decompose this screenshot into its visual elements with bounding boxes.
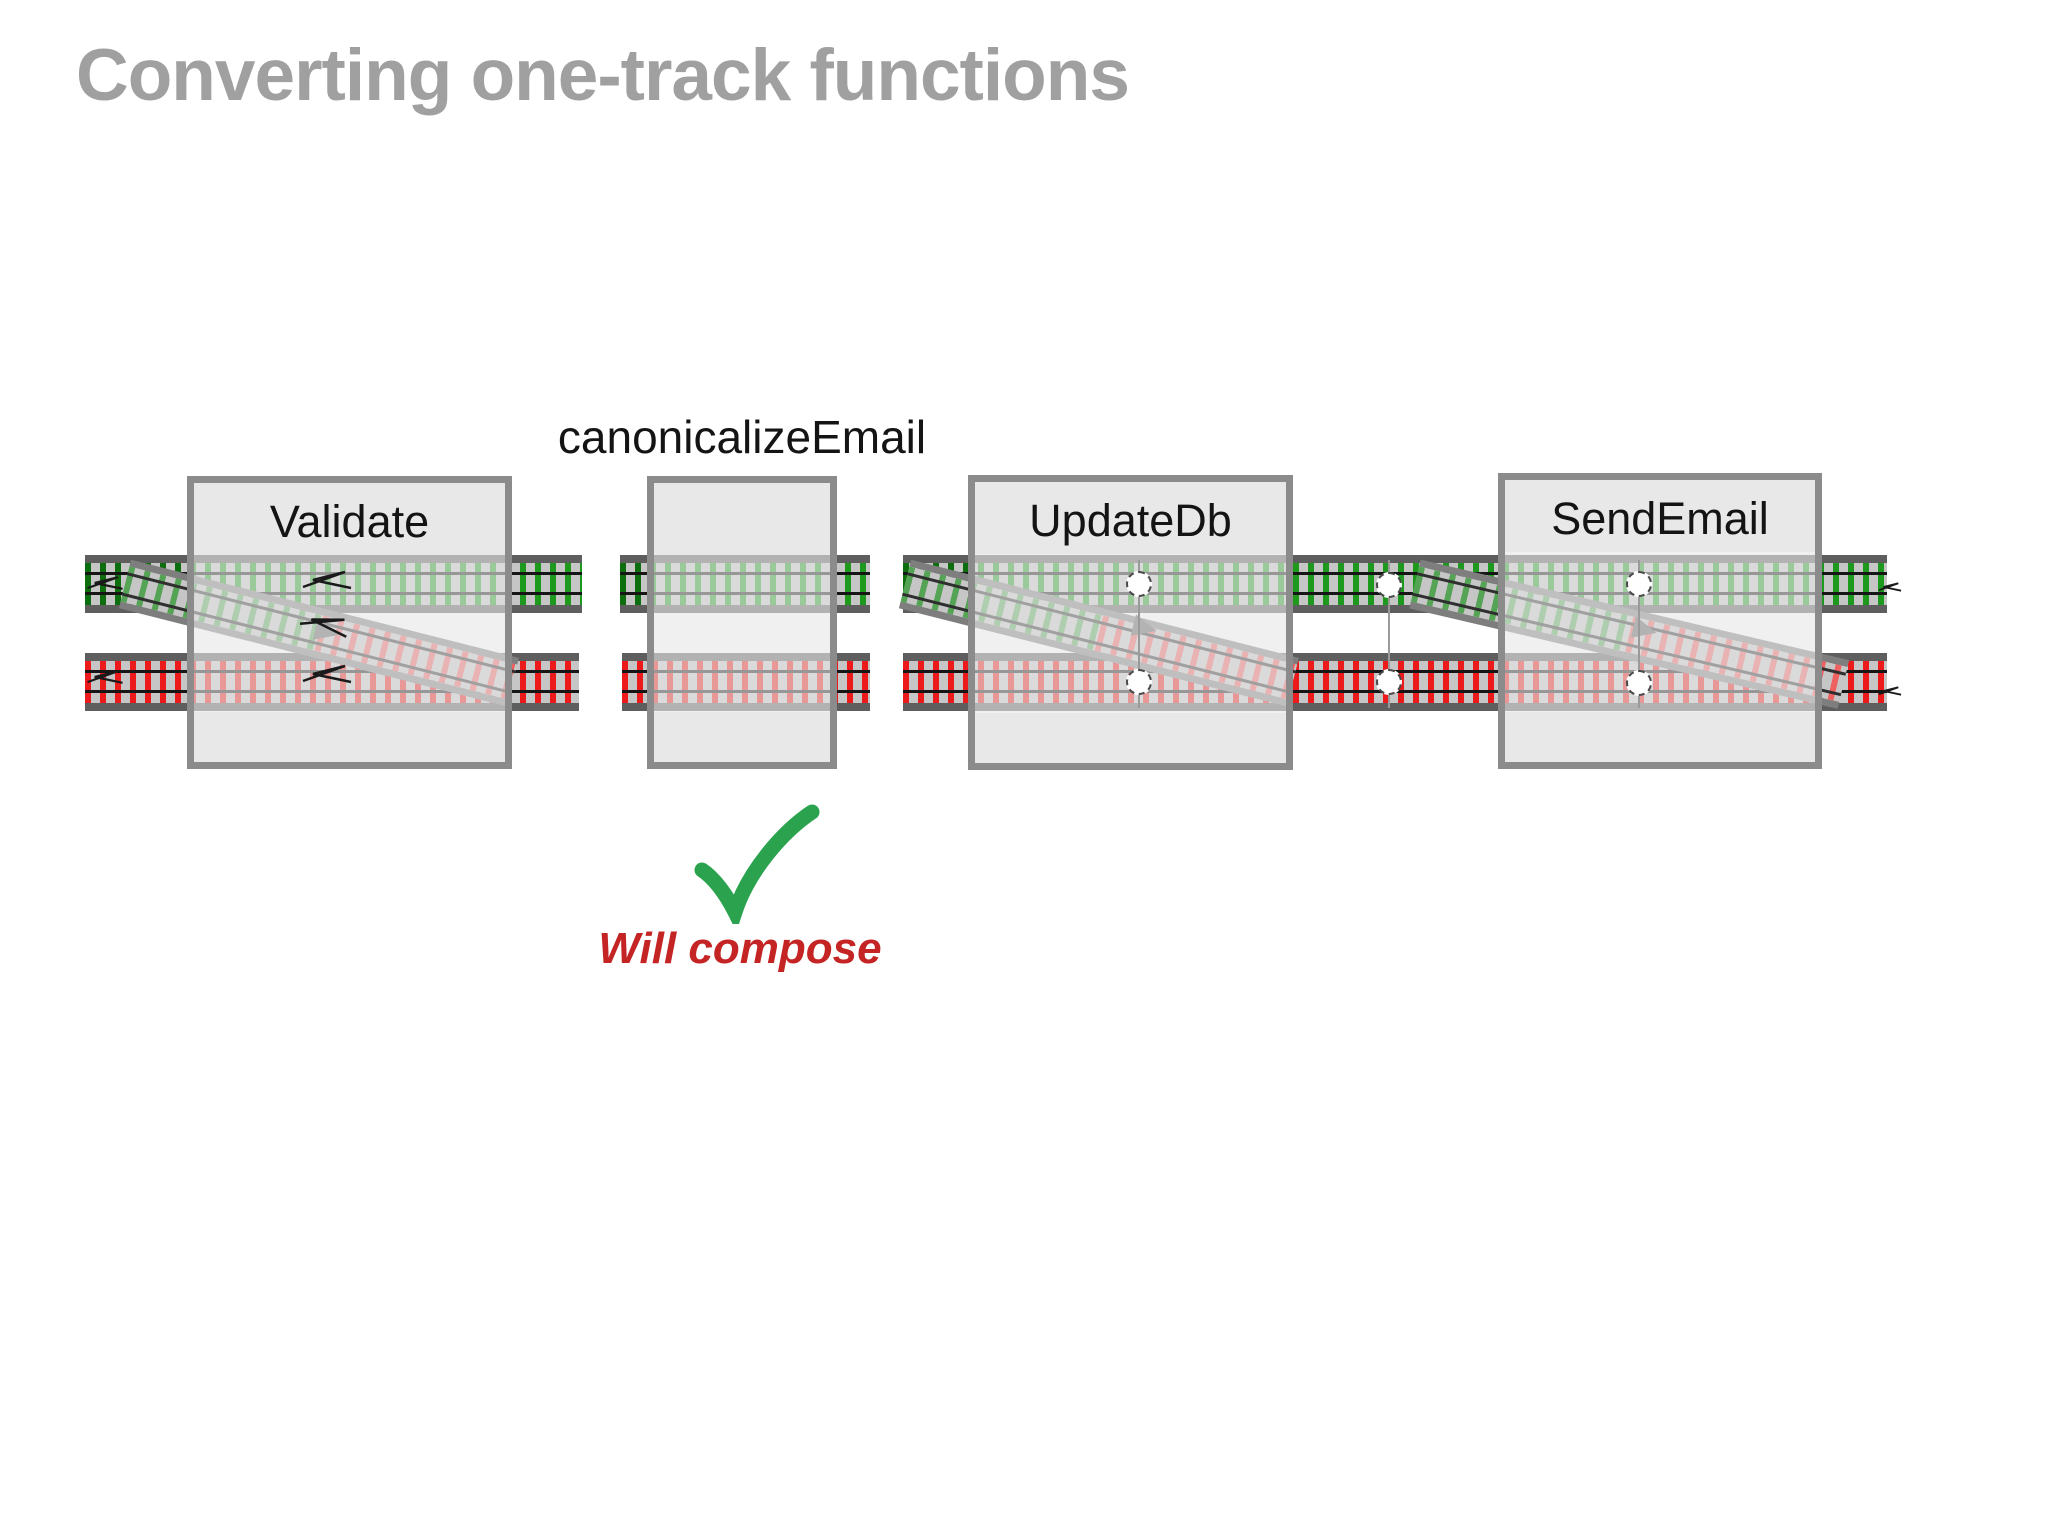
track-break-icon (1878, 686, 1902, 696)
track-joint-dot (1126, 571, 1152, 597)
function-box-send-email (1498, 473, 1822, 769)
track-joint-dot (1626, 670, 1652, 696)
track-joint-dot (1626, 571, 1652, 597)
function-box-update-db (968, 475, 1293, 770)
track-break-icon (1878, 582, 1902, 592)
track-break-icon (87, 576, 123, 590)
switch-mark-icon (302, 570, 352, 590)
switch-mark-icon (299, 618, 347, 638)
track-joint-dot (1126, 669, 1152, 695)
checkmark-icon (694, 804, 820, 924)
function-label-update-db: UpdateDb (1029, 495, 1232, 546)
function-box-canonicalize-email (647, 476, 837, 769)
switch-mark-icon (302, 664, 352, 684)
function-label-validate: Validate (269, 496, 430, 547)
track-joint-dot (1376, 572, 1402, 598)
function-label-canonicalize-email: canonicalizeEmail (557, 411, 927, 463)
annotation-caption: Will compose (598, 924, 882, 973)
function-box-validate (187, 476, 512, 769)
track-ties-dark-patch (620, 563, 650, 605)
track-break-icon (87, 670, 123, 684)
track-seam (1638, 560, 1640, 708)
track-joint-dot (1376, 669, 1402, 695)
function-label-send-email: SendEmail (1551, 493, 1769, 544)
slide-title: Converting one-track functions (76, 35, 1130, 116)
track-seam (1388, 560, 1390, 708)
track-seam (1138, 560, 1140, 708)
